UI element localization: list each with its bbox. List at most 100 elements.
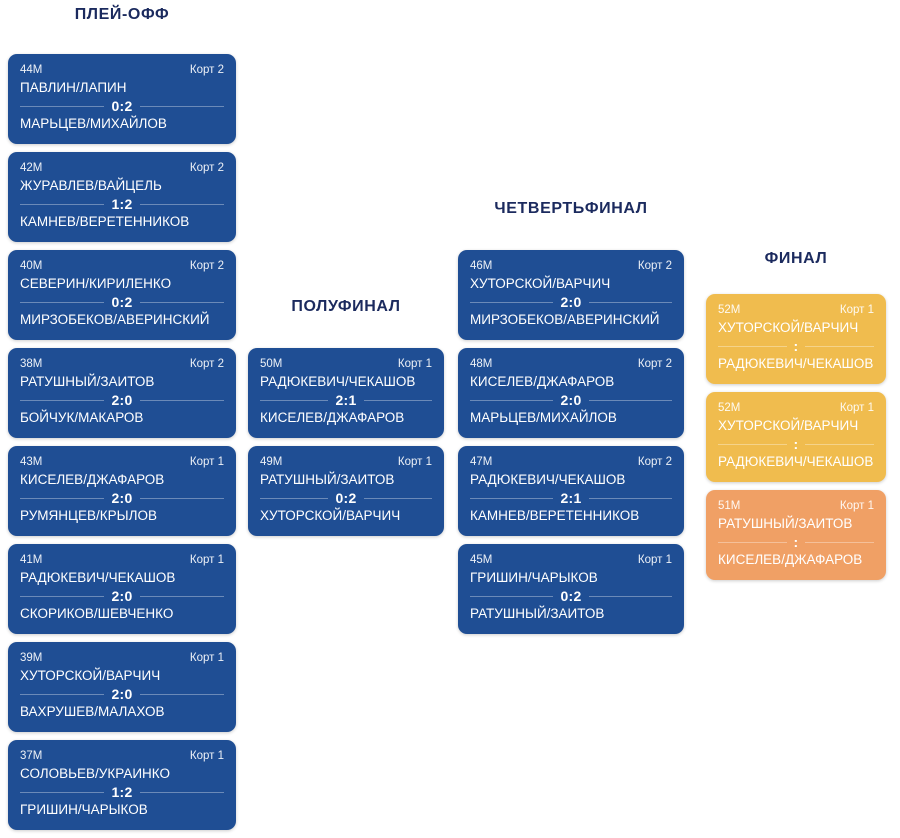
match-score: 2:0 <box>560 392 582 408</box>
score-divider-left <box>20 497 105 499</box>
court-label: Корт 1 <box>637 554 672 566</box>
match-score-row: 2:1 <box>470 490 673 506</box>
match-score-row: 1:2 <box>20 196 225 212</box>
score-divider-left <box>470 497 554 499</box>
match-id: 48M <box>470 358 493 370</box>
team-name-home: РАДЮКЕВИЧ/ЧЕКАШОВ <box>260 374 416 389</box>
match-id: 47M <box>470 456 493 468</box>
court-label: Корт 2 <box>189 260 224 272</box>
match-score: 2:0 <box>560 294 582 310</box>
score-divider-right <box>139 693 225 695</box>
team-name-home: РАТУШНЫЙ/ЗАИТОВ <box>718 516 853 531</box>
round-title-final: ФИНАЛ <box>764 250 828 267</box>
team-name-home: ГРИШИН/ЧАРЫКОВ <box>470 570 598 585</box>
score-divider-right <box>805 345 874 347</box>
team-name-home: СЕВЕРИН/КИРИЛЕНКО <box>20 276 172 291</box>
team-name-away: БОЙЧУК/МАКАРОВ <box>20 410 144 425</box>
team-name-away: КАМНЕВ/ВЕРЕТЕННИКОВ <box>20 214 190 229</box>
team-name-away: РАТУШНЫЙ/ЗАИТОВ <box>470 606 605 621</box>
match-score-row: 2:0 <box>20 686 225 702</box>
match-score-row: : <box>718 436 874 452</box>
court-label: Корт 2 <box>637 260 672 272</box>
match-score: : <box>793 338 799 354</box>
score-divider-right <box>139 497 225 499</box>
team-name-home: РАДЮКЕВИЧ/ЧЕКАШОВ <box>20 570 176 585</box>
team-name-away: ВАХРУШЕВ/МАЛАХОВ <box>20 704 165 719</box>
match-score-row: 2:1 <box>260 392 433 408</box>
match-score: 0:2 <box>111 294 133 310</box>
match-score: 2:0 <box>111 490 133 506</box>
score-divider-right <box>139 301 225 303</box>
score-divider-left <box>260 497 329 499</box>
match-score: 0:2 <box>111 98 133 114</box>
team-name-away: ХУТОРСКОЙ/ВАРЧИЧ <box>260 508 401 523</box>
score-divider-right <box>805 443 874 445</box>
team-name-home: ХУТОРСКОЙ/ВАРЧИЧ <box>718 418 859 433</box>
match-score-row: : <box>718 534 874 550</box>
match-score: 2:0 <box>111 588 133 604</box>
match-id: 50M <box>260 358 283 370</box>
team-name-home: РАТУШНЫЙ/ЗАИТОВ <box>260 472 395 487</box>
team-name-home: ХУТОРСКОЙ/ВАРЧИЧ <box>470 276 611 291</box>
team-name-home: РАДЮКЕВИЧ/ЧЕКАШОВ <box>470 472 626 487</box>
team-name-home: СОЛОВЬЕВ/УКРАИНКО <box>20 766 170 781</box>
court-label: Корт 2 <box>189 64 224 76</box>
team-name-away: РУМЯНЦЕВ/КРЫЛОВ <box>20 508 157 523</box>
team-name-home: ЖУРАВЛЕВ/ВАЙЦЕЛЬ <box>20 178 162 193</box>
score-divider-right <box>139 791 225 793</box>
court-label: Корт 1 <box>189 652 224 664</box>
match-score: 2:0 <box>111 392 133 408</box>
score-divider-right <box>139 105 225 107</box>
score-divider-left <box>470 399 554 401</box>
team-name-away: МАРЬЦЕВ/МИХАЙЛОВ <box>470 410 617 425</box>
score-divider-right <box>805 541 874 543</box>
match-score-row: 2:0 <box>470 294 673 310</box>
round-title-semifinal: ПОЛУФИНАЛ <box>291 298 401 315</box>
match-score-row: 0:2 <box>20 294 225 310</box>
match-score-row: 0:2 <box>260 490 433 506</box>
score-divider-left <box>20 791 105 793</box>
match-score: 2:1 <box>560 490 582 506</box>
court-label: Корт 1 <box>189 750 224 762</box>
court-label: Корт 2 <box>637 456 672 468</box>
team-name-away: МИРЗОБЕКОВ/АВЕРИНСКИЙ <box>20 312 210 327</box>
match-id: 37M <box>20 750 43 762</box>
team-name-away: КИСЕЛЕВ/ДЖАФАРОВ <box>260 410 405 425</box>
match-score: 1:2 <box>111 196 133 212</box>
match-score-row: 1:2 <box>20 784 225 800</box>
score-divider-left <box>20 105 105 107</box>
round-title-quarterfinal: ЧЕТВЕРТЬФИНАЛ <box>494 200 648 217</box>
match-score-row: 2:0 <box>20 392 225 408</box>
score-divider-right <box>139 399 225 401</box>
court-label: Корт 2 <box>637 358 672 370</box>
court-label: Корт 1 <box>397 456 432 468</box>
court-label: Корт 1 <box>839 304 874 316</box>
score-divider-left <box>260 399 329 401</box>
